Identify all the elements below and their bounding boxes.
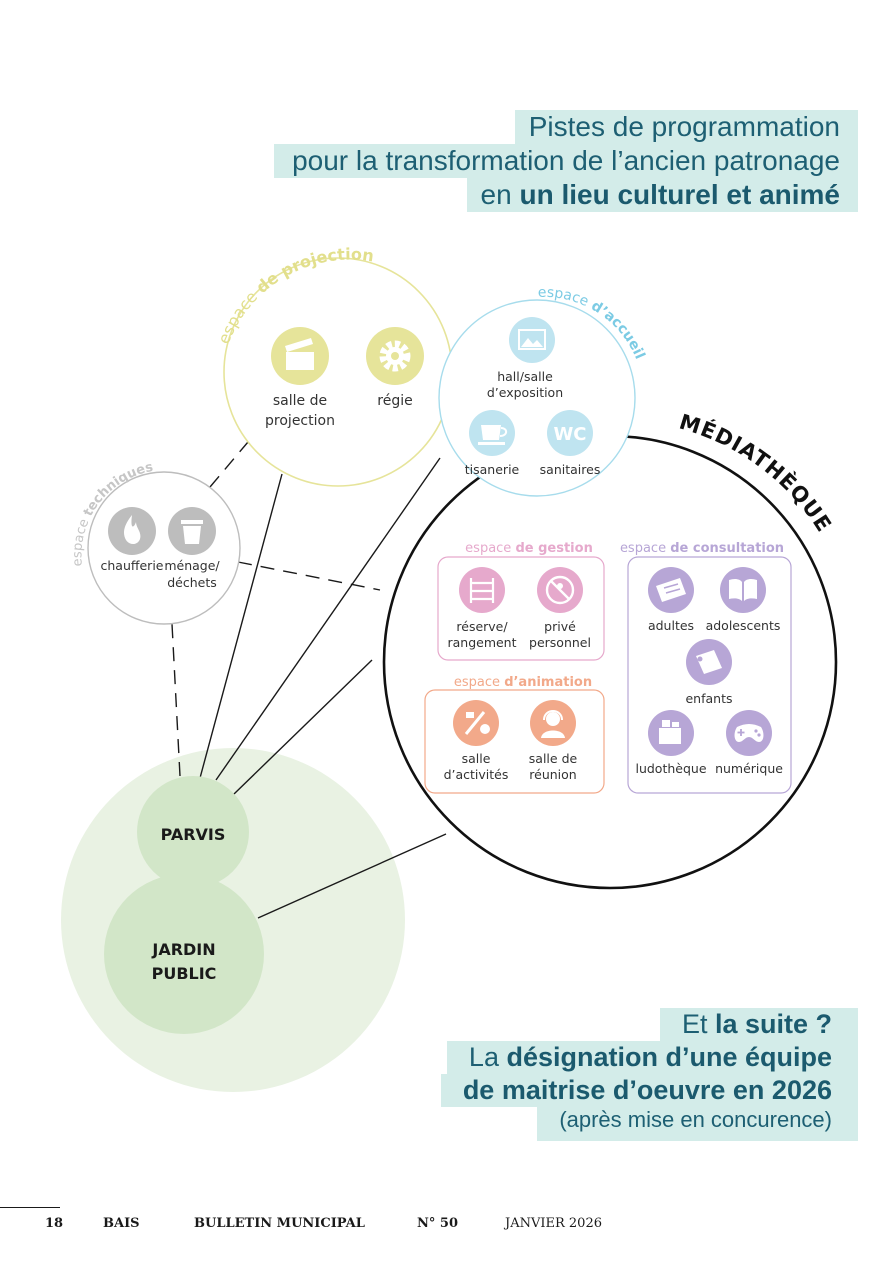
parvis-label: PARVIS [161, 825, 226, 844]
jardin-circle [104, 874, 264, 1034]
gear-icon [379, 340, 411, 372]
svg-text:salle de: salle de [529, 751, 578, 766]
consultation-item-enfants: enfants [685, 639, 733, 706]
footer-publication: BULLETIN MUNICIPAL [194, 1216, 365, 1231]
techniques-item-menage: ménage/ déchets [164, 507, 220, 590]
picture-icon [518, 329, 546, 350]
svg-text:réserve/: réserve/ [456, 619, 508, 634]
svg-text:régie: régie [377, 393, 412, 409]
animation-item-activites: salle d’activités [444, 700, 509, 782]
svg-text:numérique: numérique [715, 761, 783, 776]
animation-item-reunion: salle de réunion [529, 700, 578, 782]
projection-item-salle: salle de projection [265, 327, 335, 429]
title-line-2: pour la transformation de l’ancien patro… [274, 144, 858, 178]
accueil-item-hall: hall/salle d’exposition [487, 317, 563, 400]
gestion-label: espace de gestion [465, 541, 593, 556]
svg-text:ludothèque: ludothèque [635, 761, 706, 776]
trash-icon [181, 520, 203, 544]
conclusion-line-3: de maitrise d’oeuvre en 2026 [440, 1074, 858, 1107]
connection-lines [171, 441, 447, 919]
svg-text:d’activités: d’activités [444, 767, 509, 782]
open-book-icon [729, 578, 757, 601]
shelves-icon [469, 578, 495, 603]
title-line-1: Pistes de programmation [514, 110, 858, 144]
conclusion-line-4: (après mise en concurence) [537, 1107, 858, 1141]
paint-tools-icon [464, 711, 490, 735]
svg-text:tisanerie: tisanerie [465, 462, 520, 477]
svg-text:adolescents: adolescents [706, 618, 781, 633]
svg-text:ménage/: ménage/ [164, 558, 220, 573]
projection-item-regie: régie [366, 327, 424, 409]
svg-text:d’exposition: d’exposition [487, 385, 563, 400]
svg-text:rangement: rangement [447, 635, 516, 650]
picture-book-icon [696, 650, 722, 674]
accueil-item-tisanerie: tisanerie [465, 410, 520, 477]
footer-page-number: 18 [45, 1216, 64, 1231]
svg-text:sanitaires: sanitaires [540, 462, 601, 477]
svg-text:déchets: déchets [167, 575, 217, 590]
svg-text:chaufferie: chaufferie [101, 558, 164, 573]
svg-text:adultes: adultes [648, 618, 694, 633]
consultation-item-adultes: adultes [648, 567, 694, 633]
footer-town: BAIS [103, 1216, 140, 1231]
jardin-label-1: JARDIN [151, 940, 215, 959]
svg-text:projection: projection [265, 413, 335, 429]
newspaper-icon [656, 578, 686, 602]
consultation-item-ludotheque: ludothèque [635, 710, 707, 776]
wc-icon: WC [553, 424, 586, 445]
gamepad-icon [734, 724, 764, 742]
flame-icon [124, 515, 141, 545]
svg-text:salle: salle [462, 751, 491, 766]
consultation-item-numerique: numérique [715, 710, 783, 776]
animation-label: espace d’animation [454, 675, 592, 690]
consultation-label: espace de consultation [620, 541, 784, 556]
footer-rule [0, 1207, 60, 1208]
parvis-circle [137, 776, 249, 888]
svg-text:hall/salle: hall/salle [497, 369, 553, 384]
svg-text:personnel: personnel [529, 635, 591, 650]
clapperboard-icon [285, 338, 314, 370]
svg-text:privé: privé [544, 619, 576, 634]
title-line-3: en un lieu culturel et animé [466, 178, 858, 212]
accueil-item-sanitaires: WC sanitaires [540, 410, 601, 477]
svg-text:salle de: salle de [273, 393, 327, 409]
conclusion-line-2: La désignation d’une équipe [446, 1041, 858, 1074]
game-box-icon [659, 720, 681, 744]
consultation-item-adolescents: adolescents [706, 567, 781, 633]
techniques-item-chaufferie: chaufferie [101, 507, 164, 573]
conclusion-line-1: Et la suite ? [659, 1008, 858, 1041]
gestion-item-prive: privé personnel [529, 567, 591, 650]
cup-icon [478, 425, 508, 445]
headset-person-icon [541, 710, 565, 738]
svg-text:enfants: enfants [685, 691, 732, 706]
jardin-label-2: PUBLIC [152, 964, 217, 983]
gestion-item-reserve: réserve/ rangement [447, 567, 517, 650]
footer-issue: N° 50 [417, 1216, 458, 1231]
svg-text:réunion: réunion [529, 767, 576, 782]
footer-date: JANVIER 2026 [505, 1216, 602, 1231]
no-entry-icon [545, 575, 575, 605]
